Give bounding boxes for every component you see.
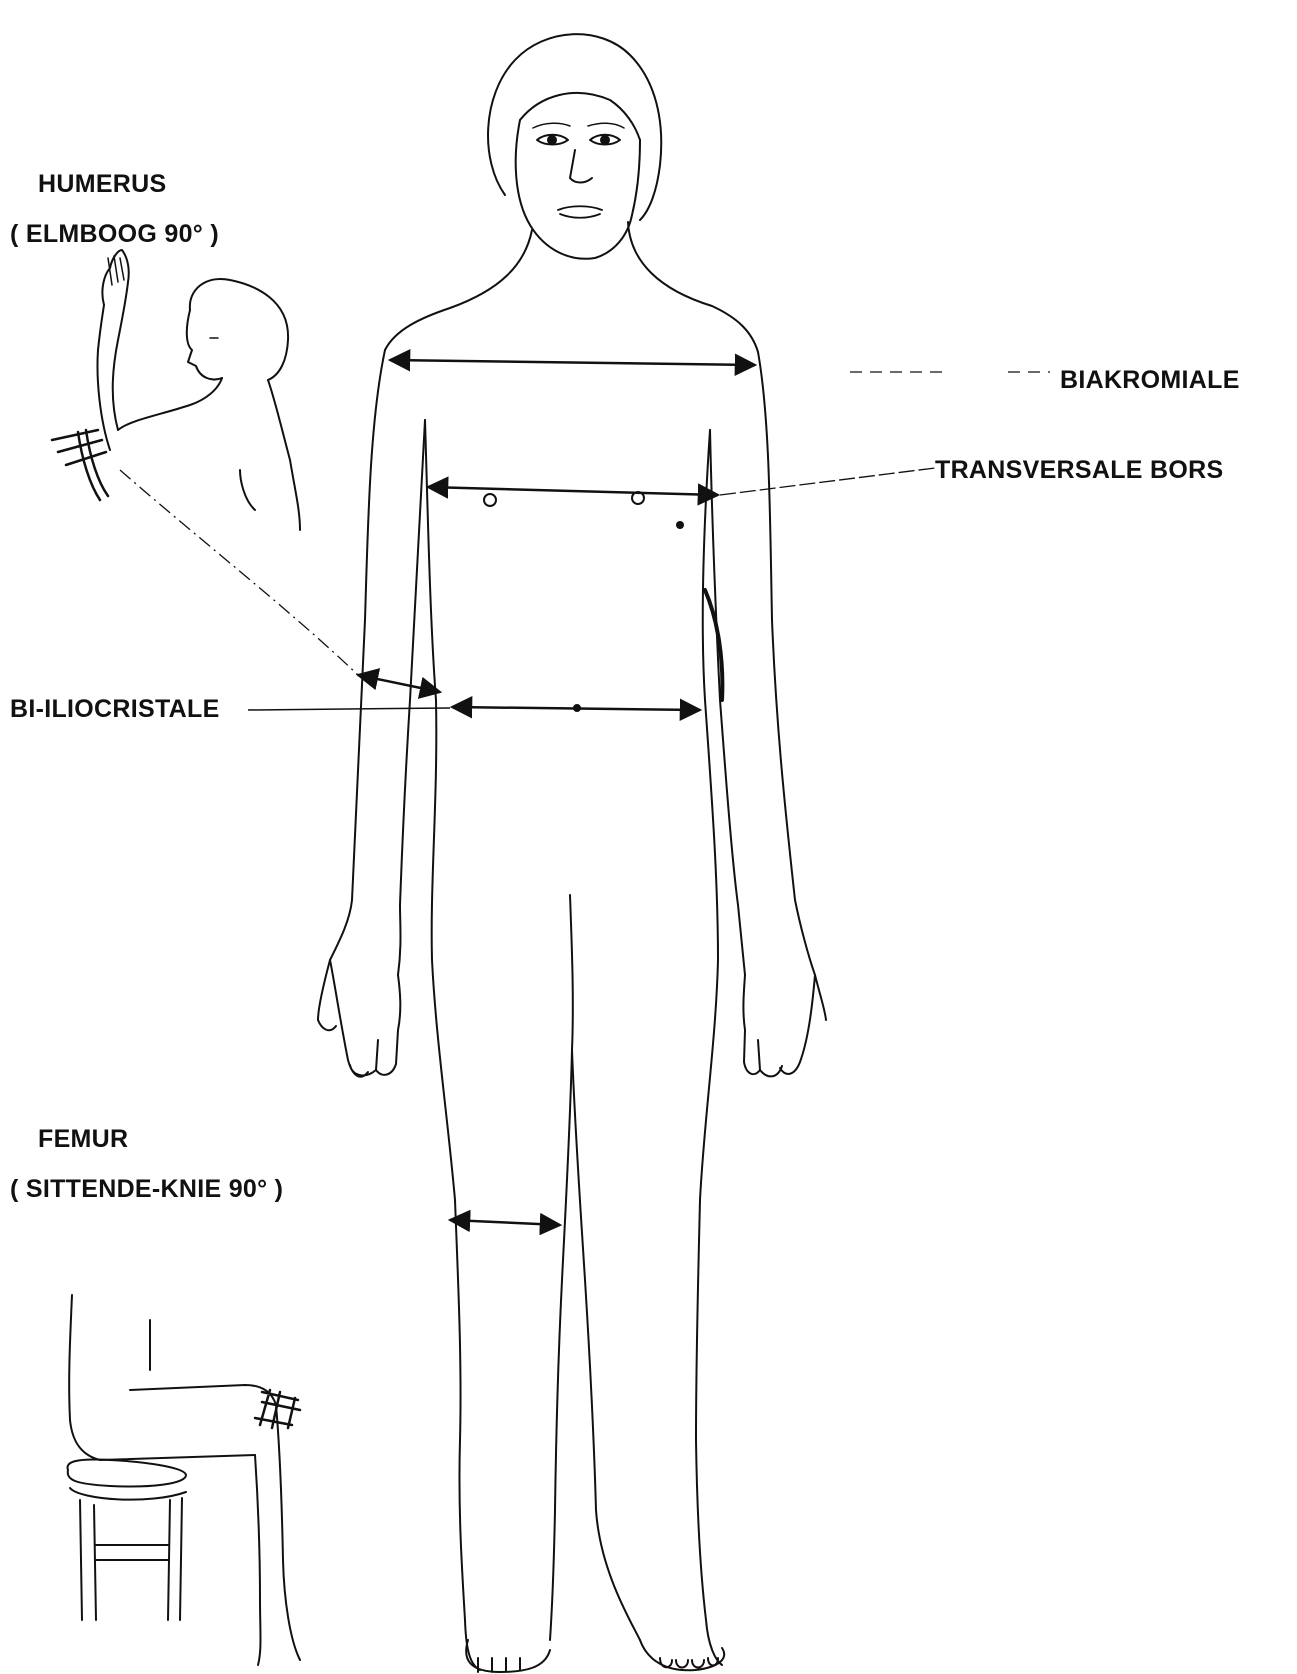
biakromiale-measure — [390, 360, 755, 365]
humerus-measure — [358, 675, 440, 692]
nose — [570, 150, 592, 183]
femur-measure — [450, 1220, 560, 1225]
transversale-measure — [428, 487, 718, 495]
transversale-label: TRANSVERSALE BORS — [935, 456, 1223, 485]
humerus-inset-figure — [52, 250, 300, 530]
hair — [488, 34, 661, 220]
femur-inset-figure — [67, 1295, 300, 1665]
right-foot — [640, 1640, 724, 1670]
biakromiale-label: BIAKROMIALE — [1060, 366, 1240, 395]
left-leg — [455, 1050, 572, 1670]
left-foot — [466, 1640, 550, 1672]
chest-mark-left — [484, 494, 496, 506]
left-hand — [318, 960, 400, 1077]
right-hand — [743, 975, 815, 1076]
right-arm — [710, 352, 826, 1020]
femur-caliper-icon — [255, 1390, 300, 1428]
face — [516, 120, 640, 259]
crotch — [570, 895, 573, 1050]
stool-legs — [80, 1498, 182, 1620]
biiliocristale-leader — [248, 708, 450, 710]
femur-subtitle: ( SITTENDE-KNIE 90° ) — [10, 1175, 283, 1204]
torso-left — [425, 420, 455, 1200]
femur-title: FEMUR — [38, 1125, 128, 1154]
stool-seat — [67, 1459, 186, 1499]
humerus-leader — [120, 470, 358, 675]
transversale-leader — [720, 468, 935, 495]
right-leg — [572, 1050, 722, 1665]
torso-right — [700, 430, 718, 1200]
humerus-title: HUMERUS — [38, 170, 167, 199]
measurement-lines — [120, 360, 1050, 1225]
biiliocristale-label: BI-ILIOCRISTALE — [10, 695, 220, 724]
neck — [385, 222, 758, 352]
humerus-caliper-icon — [52, 430, 108, 500]
mouth — [558, 206, 602, 218]
standing-figure — [318, 34, 826, 1672]
humerus-subtitle: ( ELMBOOG 90° ) — [10, 220, 219, 249]
